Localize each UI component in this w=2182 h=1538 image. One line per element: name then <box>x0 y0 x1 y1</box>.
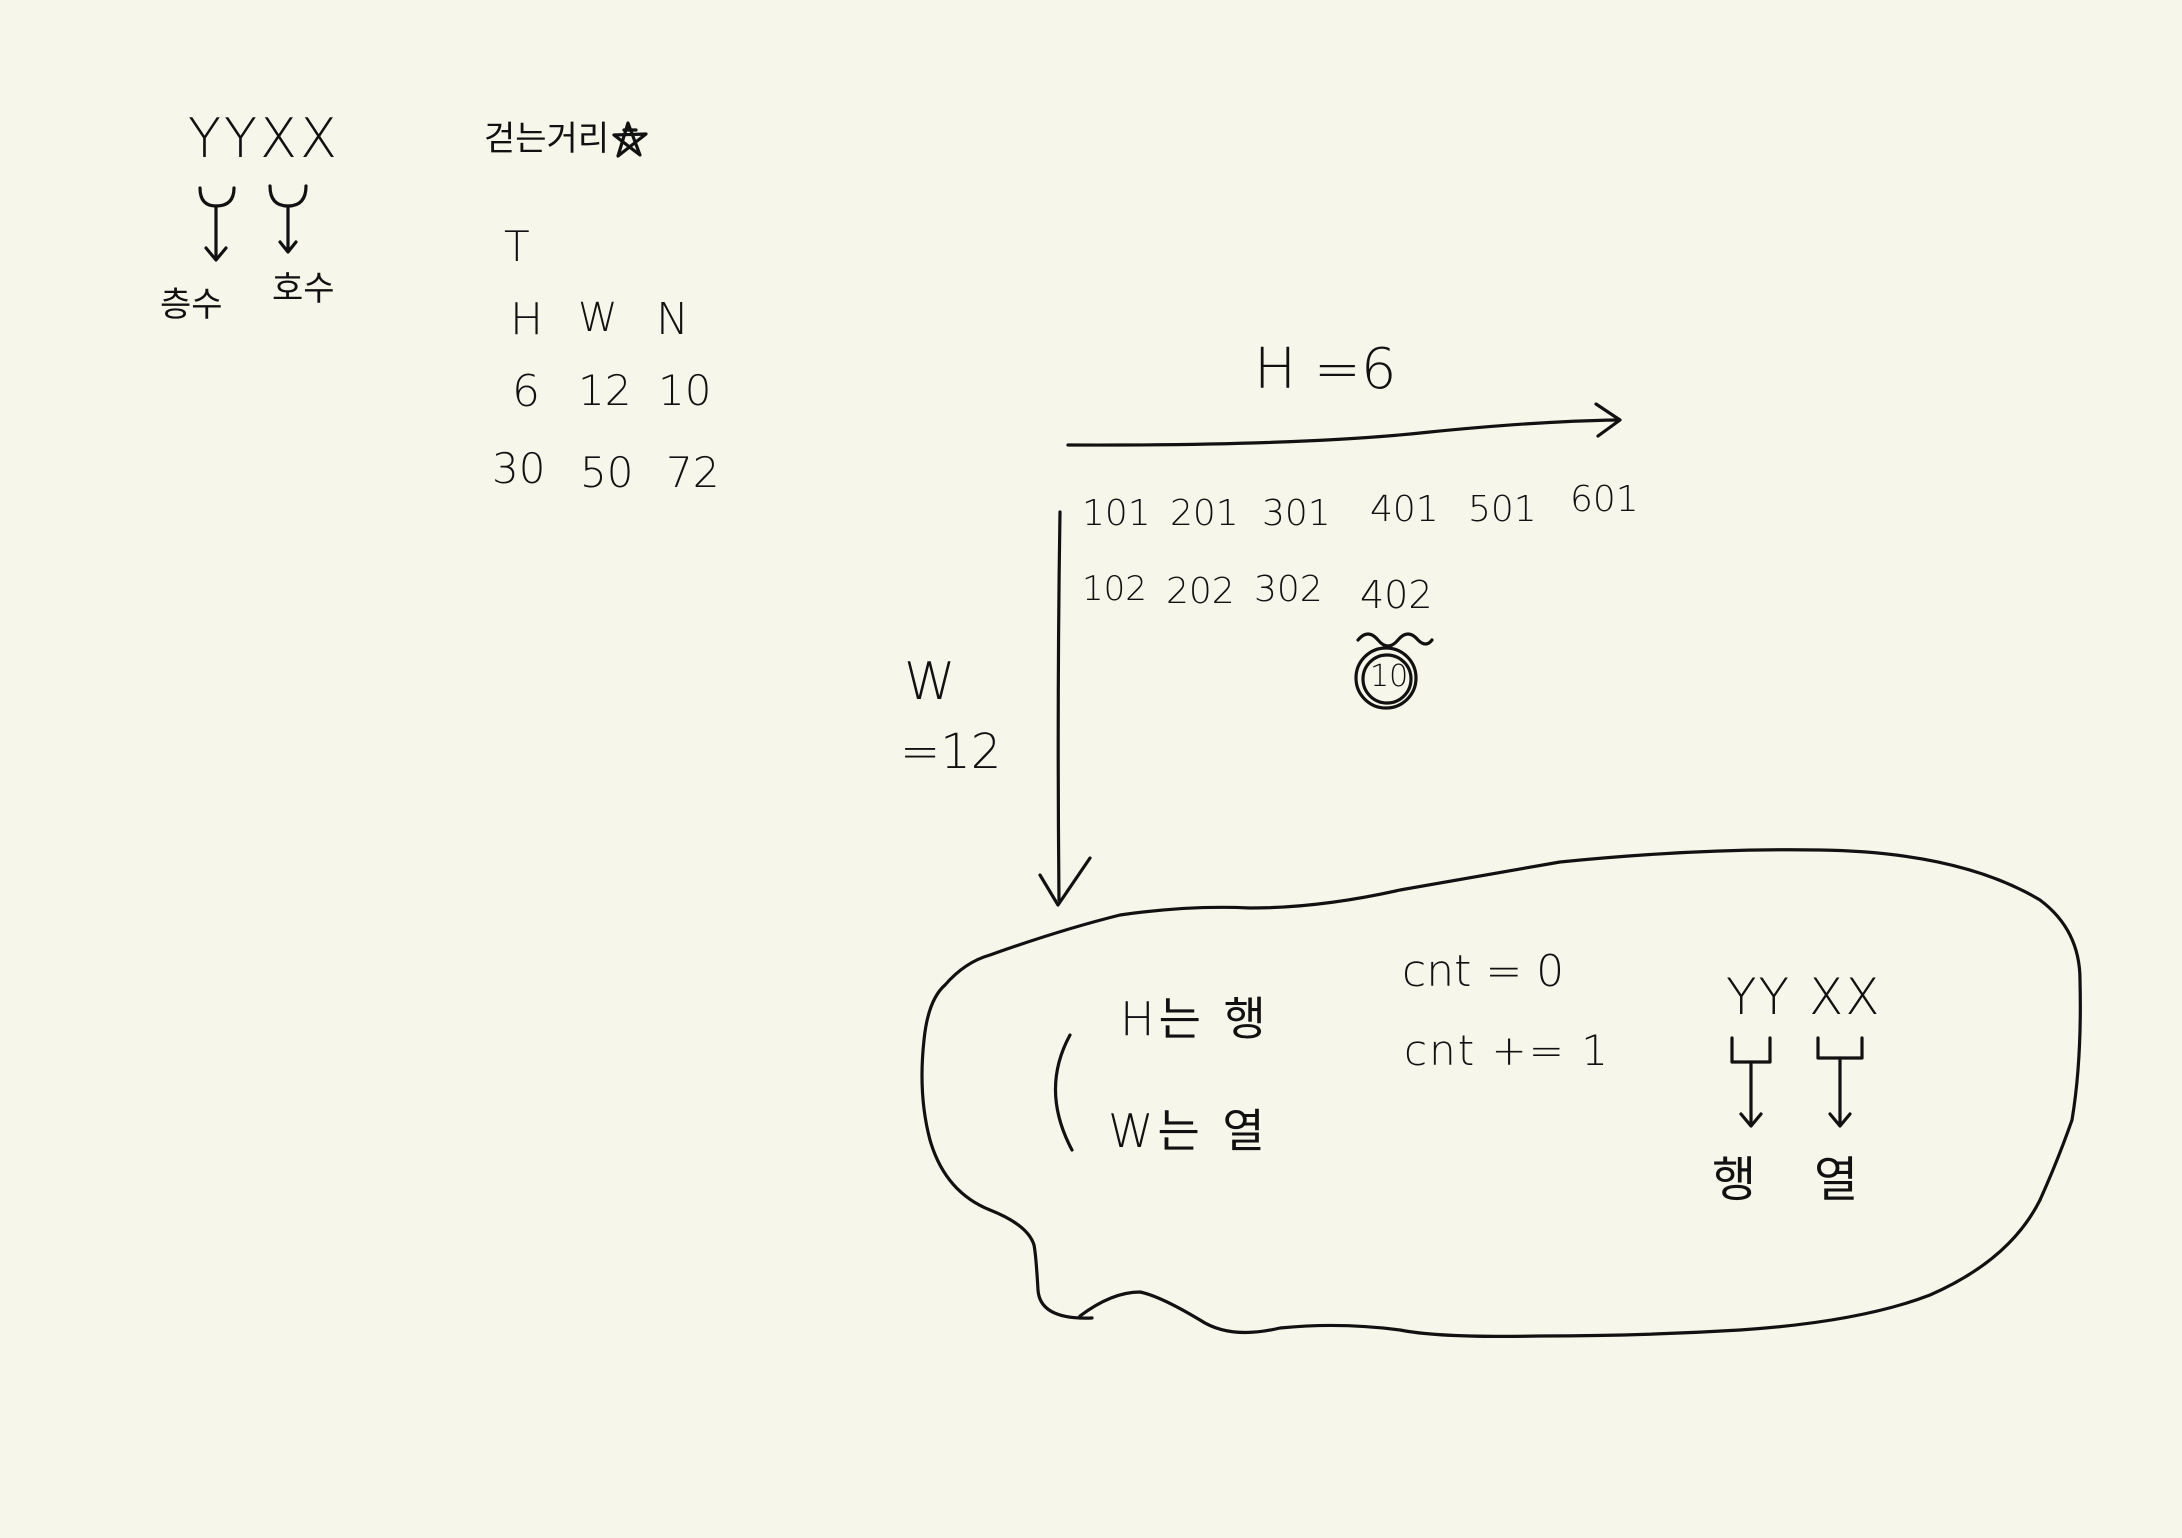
room-101: 101 <box>1082 493 1151 534</box>
problem-t-label: T <box>504 222 530 271</box>
h-axis-arrow <box>1066 402 1622 447</box>
format-brackets <box>198 184 308 262</box>
note-xx-meaning: 열 <box>1814 1152 1859 1208</box>
header-w: W <box>578 295 618 341</box>
target-value: 10 <box>1370 659 1409 694</box>
w-axis-value: =12 <box>900 724 1002 780</box>
note-h-line: H는 행 <box>1120 992 1270 1046</box>
row2-w: 50 <box>580 448 634 497</box>
row1-n: 10 <box>658 366 712 415</box>
format-yy-meaning: 층수 <box>160 285 223 325</box>
format-xx-meaning: 호수 <box>272 269 335 309</box>
squiggle-mark <box>1356 632 1434 648</box>
room-302: 302 <box>1254 569 1323 610</box>
room-301: 301 <box>1262 493 1331 534</box>
format-pattern: YYXX <box>188 107 340 170</box>
room-202: 202 <box>1166 571 1235 612</box>
room-102: 102 <box>1082 569 1147 609</box>
note-yy-meaning: 행 <box>1712 1152 1757 1208</box>
star-icon <box>612 121 648 158</box>
room-601: 601 <box>1570 479 1639 520</box>
note-cnt-inc: cnt += 1 <box>1404 1026 1610 1075</box>
header-h: H <box>510 294 544 345</box>
problem-title: 걷는거리 <box>484 119 610 159</box>
note-w-line: W는 열 <box>1108 1104 1269 1158</box>
row2-h: 30 <box>492 444 546 493</box>
row2-n: 72 <box>666 448 720 497</box>
room-401: 401 <box>1370 489 1439 530</box>
note-brace <box>1053 1033 1074 1152</box>
note-brackets <box>1730 1036 1864 1128</box>
room-201: 201 <box>1170 493 1239 534</box>
note-cnt-init: cnt = 0 <box>1402 946 1565 997</box>
note-pattern: YY XX <box>1726 968 1882 1026</box>
room-402: 402 <box>1360 573 1433 617</box>
target-circle <box>1354 646 1418 710</box>
h-axis-label: H =6 <box>1254 337 1397 402</box>
w-axis-label: W <box>904 652 956 712</box>
note-blob <box>920 848 2082 1338</box>
room-501: 501 <box>1468 489 1537 530</box>
row1-w: 12 <box>578 366 632 415</box>
header-n: N <box>656 294 689 345</box>
w-axis-arrow <box>1038 510 1092 907</box>
row1-h: 6 <box>512 366 540 417</box>
